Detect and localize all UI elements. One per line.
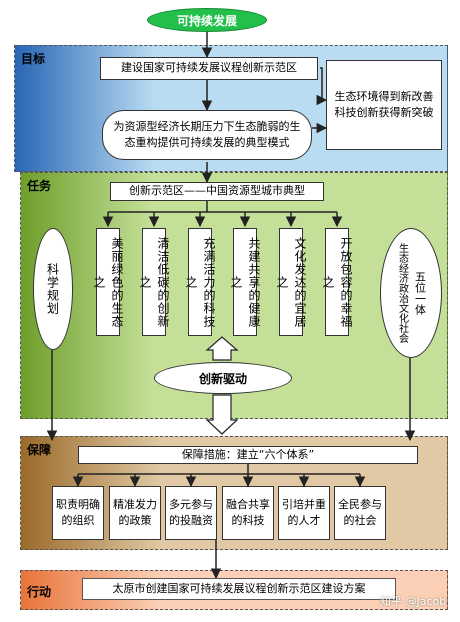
goal-result-text: 生态环境得到新改善 科技创新获得新突破 [334,89,434,120]
goal-build-box: 建设国家可持续发展议程创新示范区 [100,57,318,80]
right-oval-text-a: 五位一体 [413,271,427,315]
right-oval-five-in-one: 生态经济政治文化社会 五位一体 [380,228,442,358]
goal-model-box: 为资源型经济长期压力下生态脆弱的生态重构提供可持续发展的典型模式 [102,110,312,160]
title-oval: 可持续发展 [147,8,267,32]
task-item-5: 文化发达的宜居之 [275,228,307,336]
guarantee-item-4: 融合共享的科技 [222,486,274,540]
goal-build-text: 建设国家可持续发展议程创新示范区 [121,61,297,75]
task-item-3: 充满活力的科技之 [184,228,216,336]
task-item-2-text: 清洁低碳的创新之 [138,236,170,328]
guarantee-item-5-text: 引培并重的人才 [282,497,326,528]
guarantee-header-text: 保障措施：建立“六个体系” [181,447,315,461]
goal-section-label: 目标 [21,52,46,66]
task-item-4: 共建共享的健康之 [229,228,261,336]
goal-model-text: 为资源型经济长期压力下生态脆弱的生态重构提供可持续发展的典型模式 [113,119,301,150]
action-plan-text: 太原市创建国家可持续发展议程创新示范区建设方案 [112,581,366,595]
drive-text: 创新驱动 [198,371,247,386]
task-item-6-text: 开放包容的幸福之 [321,236,353,328]
task-item-1: 美丽绿色的生态之 [92,228,124,336]
task-section-label: 任务 [27,179,52,193]
left-oval-planning: 科学规划 [33,228,73,350]
task-header-box: 创新示范区——中国资源型城市典型 [110,182,324,201]
task-item-2: 清洁低碳的创新之 [138,228,170,336]
guarantee-header-box: 保障措施：建立“六个体系” [78,446,418,464]
guarantee-item-3-text: 多元参与的投融资 [169,497,213,528]
guarantee-item-1: 职责明确的组织 [52,486,104,540]
right-oval-text-b: 生态经济政治文化社会 [396,243,408,343]
task-item-5-text: 文化发达的宜居之 [275,236,307,328]
guarantee-item-3: 多元参与的投融资 [165,486,217,540]
guarantee-item-6-text: 全民参与的社会 [338,497,382,528]
arrow-drive-down [205,394,239,435]
watermark: 知乎 @Jacob [380,595,447,608]
task-item-1-text: 美丽绿色的生态之 [92,236,124,328]
action-plan-box: 太原市创建国家可持续发展议程创新示范区建设方案 [82,578,396,600]
title-text: 可持续发展 [176,13,237,28]
task-item-4-text: 共建共享的健康之 [229,236,261,328]
arrow-drive-up [205,336,239,361]
task-header-text: 创新示范区——中国资源型城市典型 [129,184,305,198]
arrow-goal-to-result [316,67,328,106]
guarantee-item-2-text: 精准发力的政策 [113,497,157,528]
guarantee-item-4-text: 融合共享的科技 [226,497,270,528]
task-item-3-text: 充满活力的科技之 [184,236,216,328]
guarantee-section-label: 保障 [27,443,52,457]
goal-result-box: 生态环境得到新改善 科技创新获得新突破 [326,60,442,150]
task-item-6: 开放包容的幸福之 [321,228,353,336]
action-section-label: 行动 [27,585,52,599]
guarantee-item-1-text: 职责明确的组织 [56,497,100,528]
guarantee-item-2: 精准发力的政策 [109,486,161,540]
left-oval-text: 科学规划 [45,263,60,315]
drive-oval: 创新驱动 [154,362,292,394]
guarantee-item-5: 引培并重的人才 [278,486,330,540]
guarantee-item-6: 全民参与的社会 [334,486,386,540]
